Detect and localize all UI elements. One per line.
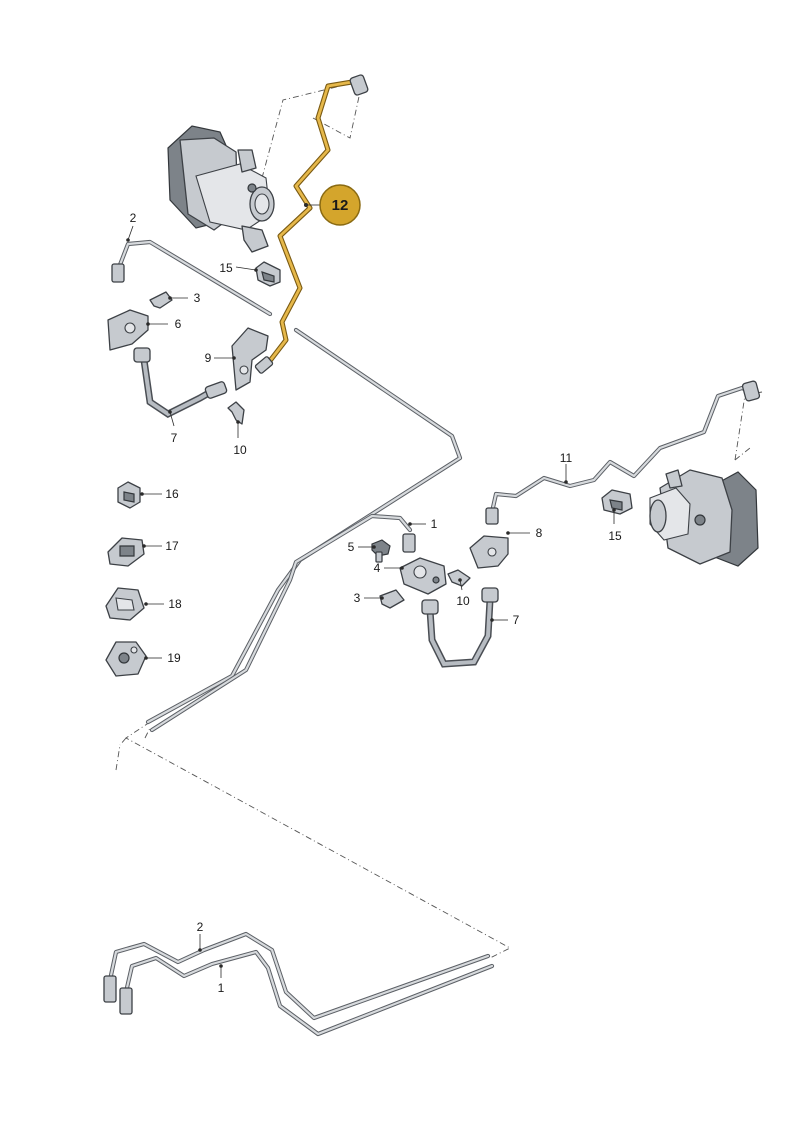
left-spring-clip <box>149 291 173 309</box>
label-18: 18 <box>144 597 182 611</box>
hose-bracket-8 <box>469 535 509 569</box>
clip-19 <box>105 641 147 677</box>
clip-18 <box>105 587 145 621</box>
svg-text:10: 10 <box>456 594 470 608</box>
label-15-right: 15 <box>608 508 622 543</box>
svg-text:18: 18 <box>168 597 182 611</box>
svg-text:16: 16 <box>165 487 179 501</box>
brake-pipe-1 <box>149 513 416 733</box>
svg-text:15: 15 <box>219 261 233 275</box>
label-7-right: 7 <box>490 613 520 627</box>
callout-badge-12: 12 <box>304 184 361 226</box>
left-bracket <box>107 309 149 351</box>
svg-text:10: 10 <box>233 443 247 457</box>
label-16: 16 <box>140 487 179 501</box>
label-17: 17 <box>142 539 179 553</box>
bolt-5 <box>371 539 391 563</box>
label-1-bottom: 1 <box>218 964 225 995</box>
label-6-left: 6 <box>146 317 182 331</box>
svg-text:1: 1 <box>431 517 438 531</box>
svg-text:6: 6 <box>175 317 182 331</box>
retaining-clip-10-mid <box>447 569 471 587</box>
svg-text:2: 2 <box>130 211 137 225</box>
svg-text:5: 5 <box>348 540 355 554</box>
rear-right-brake-caliper <box>649 469 759 567</box>
svg-text:19: 19 <box>167 651 181 665</box>
right-pipe-clip <box>601 489 633 515</box>
left-retaining-clip <box>227 401 245 425</box>
label-1-mid: 1 <box>408 517 438 531</box>
svg-text:7: 7 <box>171 431 178 445</box>
right-brake-hose <box>421 587 499 668</box>
top-pipe-clip <box>255 261 281 287</box>
label-2-bottom: 2 <box>197 920 204 952</box>
left-brake-hose <box>133 347 228 419</box>
clip-16 <box>117 481 141 509</box>
label-5: 5 <box>348 540 376 554</box>
label-2-top: 2 <box>126 211 137 242</box>
label-8: 8 <box>506 526 543 540</box>
svg-text:8: 8 <box>536 526 543 540</box>
label-3-mid: 3 <box>354 591 384 605</box>
svg-text:4: 4 <box>374 561 381 575</box>
callout-badge-circle <box>319 184 361 226</box>
svg-text:3: 3 <box>194 291 201 305</box>
svg-text:1: 1 <box>218 981 225 995</box>
front-left-brake-caliper <box>167 125 275 253</box>
svg-text:11: 11 <box>560 451 573 465</box>
label-3-left: 3 <box>168 291 201 305</box>
label-10-mid: 10 <box>456 578 470 608</box>
svg-text:2: 2 <box>197 920 204 934</box>
hose-bracket-4 <box>399 557 447 595</box>
label-7-left: 7 <box>168 410 178 445</box>
label-19: 19 <box>144 651 181 665</box>
label-4: 4 <box>374 561 404 575</box>
label-9: 9 <box>205 351 236 365</box>
mounting-bracket-9 <box>231 327 269 391</box>
label-11: 11 <box>560 451 573 484</box>
spring-clip-3-mid <box>379 589 405 609</box>
label-10-left: 10 <box>233 420 247 457</box>
bottom-pipe-bundle <box>103 931 495 1037</box>
callout-badge-text: 12 <box>332 197 349 214</box>
highlighted-brake-pipe <box>254 74 369 374</box>
svg-text:9: 9 <box>205 351 212 365</box>
clip-17 <box>107 537 145 567</box>
svg-text:7: 7 <box>513 613 520 627</box>
svg-text:15: 15 <box>608 529 622 543</box>
dashed-reference-lines <box>115 79 763 959</box>
label-15-top: 15 <box>219 261 258 275</box>
svg-text:17: 17 <box>165 539 179 553</box>
svg-text:3: 3 <box>354 591 361 605</box>
brake-pipe-11 <box>485 380 761 525</box>
